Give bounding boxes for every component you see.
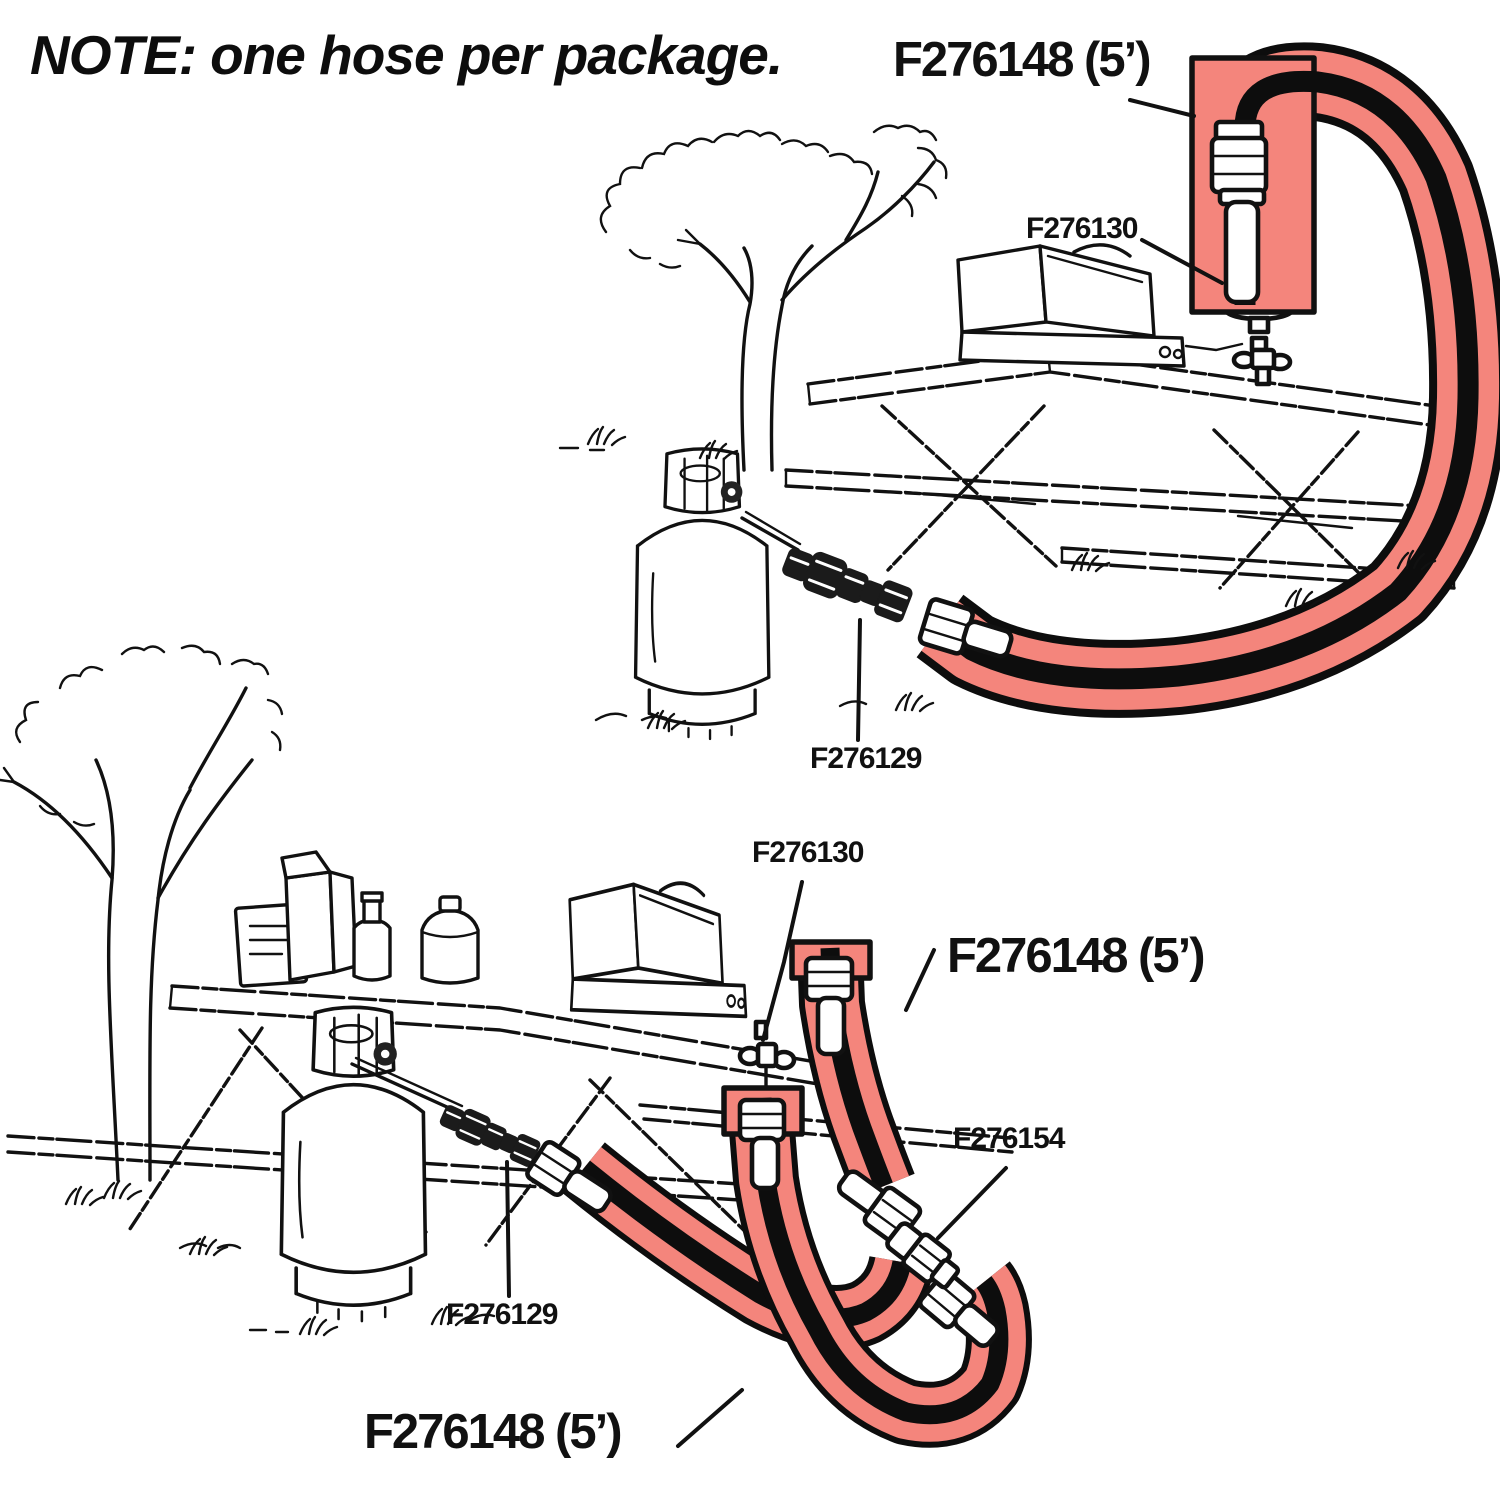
note-text: NOTE:one hose per package.	[30, 28, 783, 83]
leader-adapter-top	[856, 618, 862, 742]
hose-fitting-bottom-right-top	[803, 955, 855, 1057]
label-adapter-bottom: F276129	[446, 1298, 558, 1331]
grass-top	[558, 425, 1437, 731]
leader-hose-top	[1128, 98, 1196, 118]
note-prefix: NOTE:	[30, 24, 197, 86]
label-hose-bottom: F276148 (5’)	[364, 1405, 623, 1459]
label-coupling-bottom: F276154	[953, 1122, 1065, 1155]
camp-stove-top	[956, 243, 1186, 368]
note-body: one hose per package.	[210, 24, 783, 86]
bottom-scene	[0, 644, 1032, 1448]
coupling-bottom	[885, 1221, 961, 1290]
tree-bottom	[0, 644, 284, 1182]
label-hose-right-bottom: F276148 (5’)	[947, 929, 1206, 983]
label-hose-top: F276148 (5’)	[893, 33, 1152, 87]
hose-top	[916, 42, 1500, 718]
label-adapter-top: F276129	[810, 742, 922, 775]
leader-hose-bottom	[676, 1388, 744, 1448]
hose-fitting-bottom-left-start	[525, 1139, 613, 1214]
hose-fitting-bottom-long-start	[737, 1097, 787, 1191]
leader-lines	[505, 98, 1224, 1448]
tank-adapter-top	[740, 510, 916, 627]
leader-regulator-top	[1140, 238, 1224, 285]
hose-fitting-top-lower	[917, 597, 1014, 659]
label-regulator-top: F276130	[1026, 212, 1138, 245]
picnic-table-top	[784, 350, 1468, 590]
propane-tank-bottom	[279, 1005, 428, 1323]
tank-adapter-bottom	[350, 1056, 544, 1171]
leader-coupling-bottom	[936, 1166, 1008, 1240]
hose-fitting-bottom-long-end	[917, 1270, 1000, 1349]
table-items	[233, 850, 480, 988]
hose-bottom-right	[789, 939, 923, 1246]
hose-bottom-long	[721, 1085, 1032, 1448]
hose-fitting-top-upper	[1209, 119, 1269, 305]
propane-tank-top	[633, 447, 771, 741]
top-scene	[558, 42, 1500, 741]
tree-top	[599, 124, 948, 472]
leader-adapter-bottom	[505, 1160, 511, 1298]
leader-hose-right-bottom	[904, 948, 936, 1012]
stove-connector-top	[1184, 342, 1244, 352]
label-regulator-bottom: F276130	[752, 836, 864, 869]
camp-stove-bottom	[567, 881, 748, 1019]
leader-regulator-bottom	[761, 880, 804, 1042]
grass-bottom	[64, 1179, 496, 1337]
